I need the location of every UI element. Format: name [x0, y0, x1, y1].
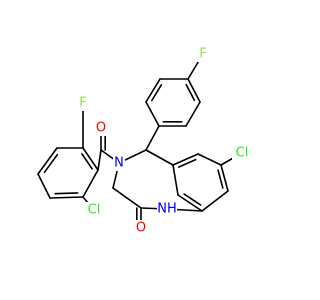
bond-b3-b4 — [37, 147, 58, 175]
atom-halo-o-lac — [135, 220, 147, 236]
bond-c4-c5 — [145, 101, 160, 127]
atom-label-n1: NH — [157, 202, 177, 217]
bond-ar2-ar3 — [197, 153, 222, 166]
bond-c5-c6 — [145, 78, 161, 103]
bond-ar1-ar2 — [172, 153, 199, 166]
atom-halo-n4 — [113, 155, 125, 171]
bond-layer — [37, 53, 243, 229]
bond-c5a-ar1 — [145, 149, 174, 166]
bond-b5-b6-inner — [54, 192, 79, 195]
atom-label-cl-left: Cl — [88, 203, 101, 218]
bond-c1-c2 — [187, 78, 201, 103]
bond-ar1-ar2-inner — [177, 158, 197, 168]
atom-label-o-lac: O — [136, 221, 146, 236]
bond-ar4-ar5 — [201, 190, 229, 212]
bond-ar5-ar6-inner — [183, 193, 202, 206]
bond-b3-b4-inner — [43, 153, 59, 174]
atom-halo-cl-right — [232, 145, 252, 161]
bond-b1-b2-inner — [81, 153, 93, 170]
bond-b4-b5 — [37, 173, 51, 199]
bond-c3a-c2a — [112, 187, 142, 209]
atom-label-f-top: F — [199, 47, 206, 62]
bond-c2-c3 — [185, 101, 201, 127]
atom-label-n4: N — [114, 156, 124, 171]
atom-halo-f-left — [77, 95, 89, 111]
bond-b6-b1 — [82, 169, 99, 198]
atom-halo-cl-left — [84, 202, 104, 218]
bond-b1-b2 — [82, 147, 99, 171]
bond-c5-c6-inner — [151, 84, 163, 102]
atom-halo-o-carb — [95, 120, 107, 136]
atom-halo-n1 — [157, 201, 177, 217]
bond-ccarb-b1 — [97, 149, 102, 171]
atom-label-cl-right: Cl — [236, 146, 249, 161]
bond-ar5-ar6 — [177, 194, 203, 212]
bond-ar3-ar4-inner — [217, 169, 224, 189]
atom-label-o-carb: O — [96, 121, 106, 136]
atom-halo-f-top — [197, 46, 209, 62]
bond-ar3-ar4 — [220, 164, 229, 192]
bond-b5-b6 — [49, 196, 84, 199]
bond-c1-c2-inner — [185, 83, 196, 102]
bond-c4-c5a — [145, 125, 160, 151]
bond-ar6-ar1 — [172, 164, 179, 196]
atom-label-f-left: F — [79, 96, 86, 111]
